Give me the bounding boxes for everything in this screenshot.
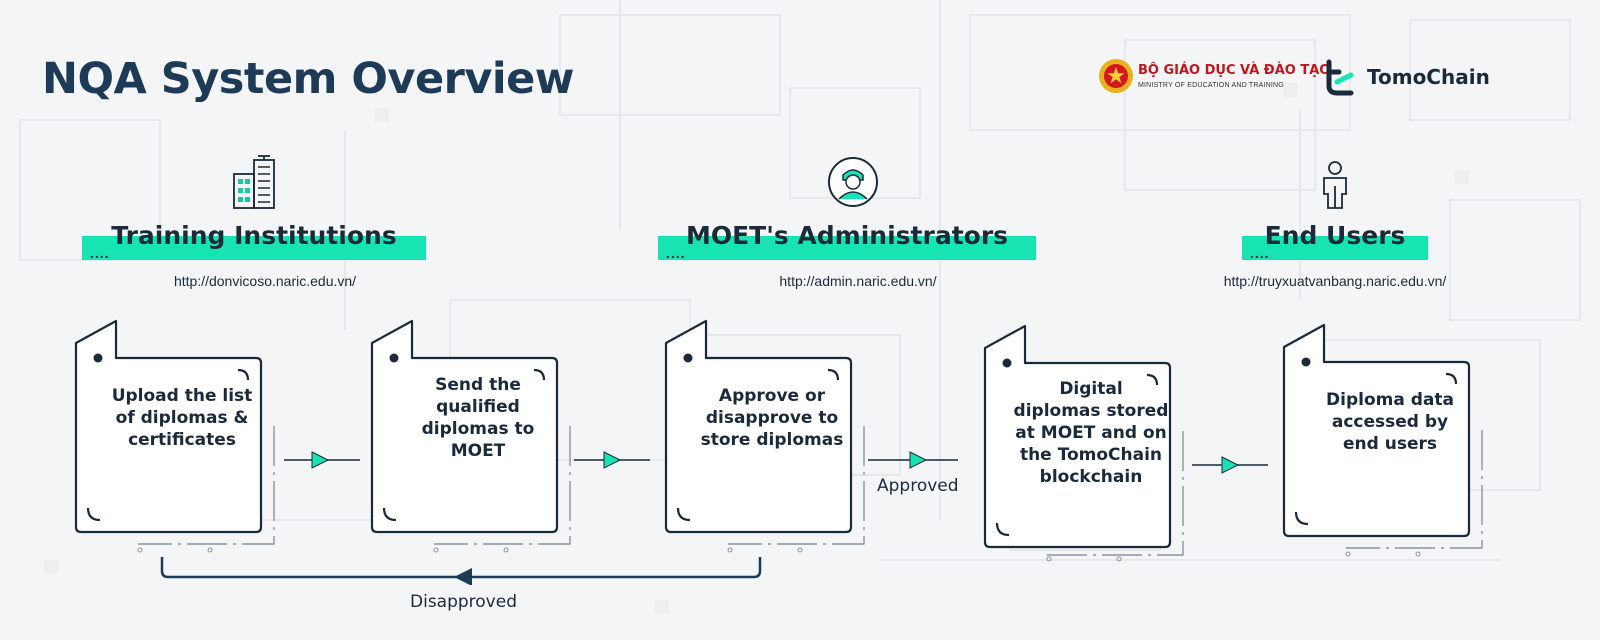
role-url-moet-administrators[interactable]: http://admin.naric.edu.vn/ xyxy=(779,273,937,289)
arrow-approve-to-store xyxy=(868,451,958,469)
approved-label: Approved xyxy=(877,476,959,496)
role-label-end-users: .... End Users xyxy=(1242,221,1428,261)
moet-name: BỘ GIÁO DỤC VÀ ĐÀO TẠO xyxy=(1138,63,1331,78)
card-frame xyxy=(983,324,1184,562)
role-name: End Users xyxy=(1264,221,1406,250)
national-emblem-icon xyxy=(1099,59,1133,93)
page-title: NQA System Overview xyxy=(42,54,575,104)
arrow-store-to-access xyxy=(1192,456,1268,474)
building-icon xyxy=(233,155,275,209)
administrator-icon xyxy=(828,157,878,207)
label-dots: .... xyxy=(1250,245,1270,261)
tomochain-name: TomoChain xyxy=(1367,65,1490,89)
role-name: Training Institutions xyxy=(111,221,397,250)
step-text: Upload the list of diplomas & certificat… xyxy=(111,386,253,450)
role-url-end-users[interactable]: http://truyxuatvanbang.naric.edu.vn/ xyxy=(1223,273,1447,289)
step-text: Diploma data accessed by end users xyxy=(1326,390,1454,454)
step-card-send: Send the qualified diplomas to MOET xyxy=(366,318,606,558)
step-card-access: Diploma data accessed by end users xyxy=(1278,322,1518,562)
arrow-upload-to-send xyxy=(284,451,360,469)
moet-logo: BỘ GIÁO DỤC VÀ ĐÀO TẠO MINISTRY OF EDUCA… xyxy=(1098,58,1330,98)
card-frame xyxy=(370,319,571,553)
moet-subtitle: MINISTRY OF EDUCATION AND TRAINING xyxy=(1138,82,1284,89)
tomochain-logo: TomoChain xyxy=(1325,58,1490,98)
card-frame xyxy=(74,319,275,553)
card-frame xyxy=(1282,323,1483,557)
disapproved-label: Disapproved xyxy=(410,592,517,612)
role-name: MOET's Administrators xyxy=(685,221,1009,250)
card-frame xyxy=(664,319,865,553)
tomochain-logo-icon xyxy=(1326,59,1354,96)
step-text: Send the qualified diplomas to MOET xyxy=(421,375,535,461)
step-text: Approve or disapprove to store diplomas xyxy=(700,386,844,450)
role-url-training-institutions[interactable]: http://donvicoso.naric.edu.vn/ xyxy=(173,273,357,289)
step-card-approve: Approve or disapprove to store diplomas xyxy=(660,318,900,558)
user-icon xyxy=(1323,161,1347,209)
role-label-training-institutions: .... Training Institutions xyxy=(82,221,426,261)
label-dots: .... xyxy=(666,245,686,261)
role-label-moet-administrators: .... MOET's Administrators xyxy=(658,221,1036,261)
step-card-upload: Upload the list of diplomas & certificat… xyxy=(70,318,310,558)
label-dots: .... xyxy=(90,245,110,261)
arrow-send-to-approve xyxy=(574,451,650,469)
step-text: Digital diplomas stored at MOET and on t… xyxy=(1013,379,1169,487)
step-card-store: Digital diplomas stored at MOET and on t… xyxy=(979,323,1219,563)
arrow-disapproved-return xyxy=(160,557,762,585)
